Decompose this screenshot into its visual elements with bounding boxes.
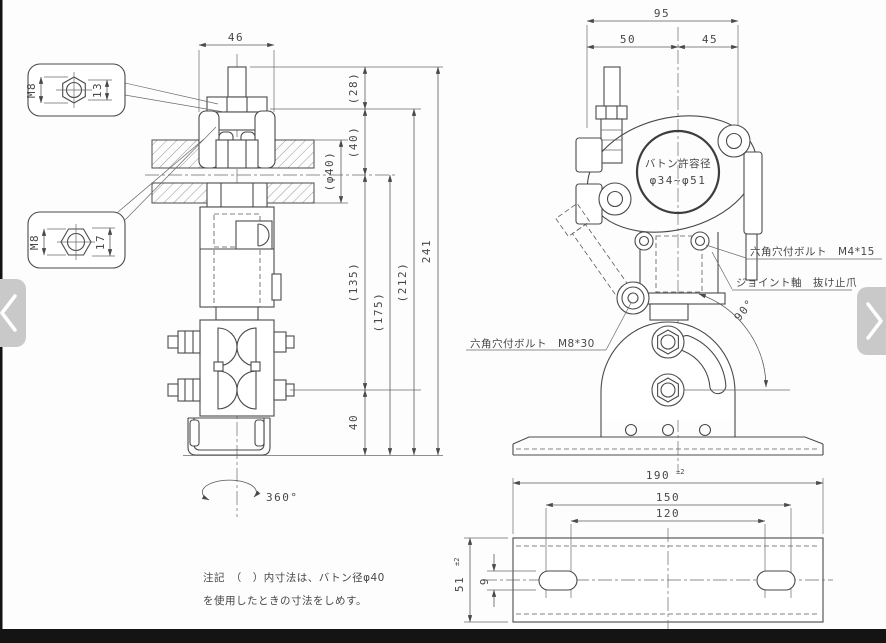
prev-button[interactable] <box>0 279 26 347</box>
dim-241: 241 <box>420 239 433 263</box>
part-labels: 六角穴付ボルト M4*15 ジョイント軸 抜け止爪 六角穴付ボルト M8*30 <box>466 244 882 351</box>
dim-135: (135) <box>347 262 360 303</box>
callout-bottom-thread: M8 <box>28 234 41 250</box>
joint-assembly <box>555 202 726 321</box>
baton-hole <box>635 129 721 215</box>
dim-150: 150 <box>656 491 680 504</box>
dim-50: 50 <box>620 33 636 46</box>
stud-side <box>603 66 621 108</box>
dim-212: (212) <box>396 262 409 303</box>
dim-45: 45 <box>702 33 718 46</box>
rotation-symbol: 360° <box>201 479 299 504</box>
dim-40b: 40 <box>347 414 360 430</box>
dim-40-jaw: (40) <box>347 126 360 159</box>
dim-51: 51 <box>453 576 466 592</box>
dim-190: 190 <box>646 469 670 482</box>
front-view: 46 <box>25 31 443 517</box>
note-block: 注記 （ ）内寸法は、バトン径φ40 を使用したときの寸法をしめす。 <box>203 571 385 607</box>
chevron-left-icon <box>0 294 17 332</box>
bottom-frame-bar <box>0 629 886 643</box>
dim-95: 95 <box>654 7 670 20</box>
dim-46-label: 46 <box>228 31 244 44</box>
clamp-assembly <box>167 66 443 456</box>
note-line-2: を使用したときの寸法をしめす。 <box>203 594 367 607</box>
top-nut <box>206 96 268 113</box>
callout-bottom-width: 17 <box>94 234 107 250</box>
dim-175: (175) <box>372 292 385 333</box>
rotation-label: 360° <box>266 491 299 504</box>
callout-top-thread: M8 <box>25 82 38 98</box>
bottom-dims: 190 ±2 150 120 51 ±2 9 <box>453 468 824 623</box>
side-top-dims: 95 50 45 <box>586 7 739 136</box>
dim-9: 9 <box>478 577 491 585</box>
label-bolt-m4: 六角穴付ボルト M4*15 <box>750 245 875 258</box>
chevron-right-icon <box>866 302 883 340</box>
side-tab <box>271 273 282 301</box>
callout-top-nut: M8 13 <box>25 63 225 117</box>
dome-bolt-lower <box>651 373 685 407</box>
callout-top-width: 13 <box>91 82 104 98</box>
note-line-1: 注記 （ ）内寸法は、バトン径φ40 <box>203 571 385 584</box>
side-view: 95 50 45 バトン許容径 φ34~φ51 <box>466 7 882 470</box>
slot-right <box>756 570 796 591</box>
bottom-bracket <box>187 417 271 456</box>
clamp-side: バトン許容径 φ34~φ51 <box>575 66 763 281</box>
label-joint-shaft: ジョイント軸 抜け止爪 <box>736 276 857 289</box>
label-bolt-m8: 六角穴付ボルト M8*30 <box>470 337 595 350</box>
dim-28: (28) <box>347 72 360 105</box>
dim-phi40: (φ40) <box>323 151 336 192</box>
bottom-view: 190 ±2 150 120 51 ±2 9 <box>453 468 833 632</box>
dim-51-tol: ±2 <box>453 558 461 566</box>
neck <box>215 306 259 321</box>
dim-90: 90° <box>732 296 757 323</box>
roller-block <box>199 319 275 417</box>
callout-bottom-nut: M8 17 <box>27 126 217 269</box>
dome-bolt-upper <box>651 325 685 359</box>
baton-label-1: バトン許容径 <box>645 157 711 170</box>
front-dimensions: (φ40) (28) (40) (135) 40 (175) (212) 241 <box>250 66 443 456</box>
baton-label-2: φ34~φ51 <box>650 174 707 187</box>
stud <box>227 66 247 98</box>
slot-left <box>538 570 578 591</box>
dim-190-tol: ±2 <box>676 468 684 476</box>
dim-top-width: 46 <box>198 31 275 112</box>
next-button[interactable] <box>857 287 886 355</box>
dim-120: 120 <box>656 507 680 520</box>
